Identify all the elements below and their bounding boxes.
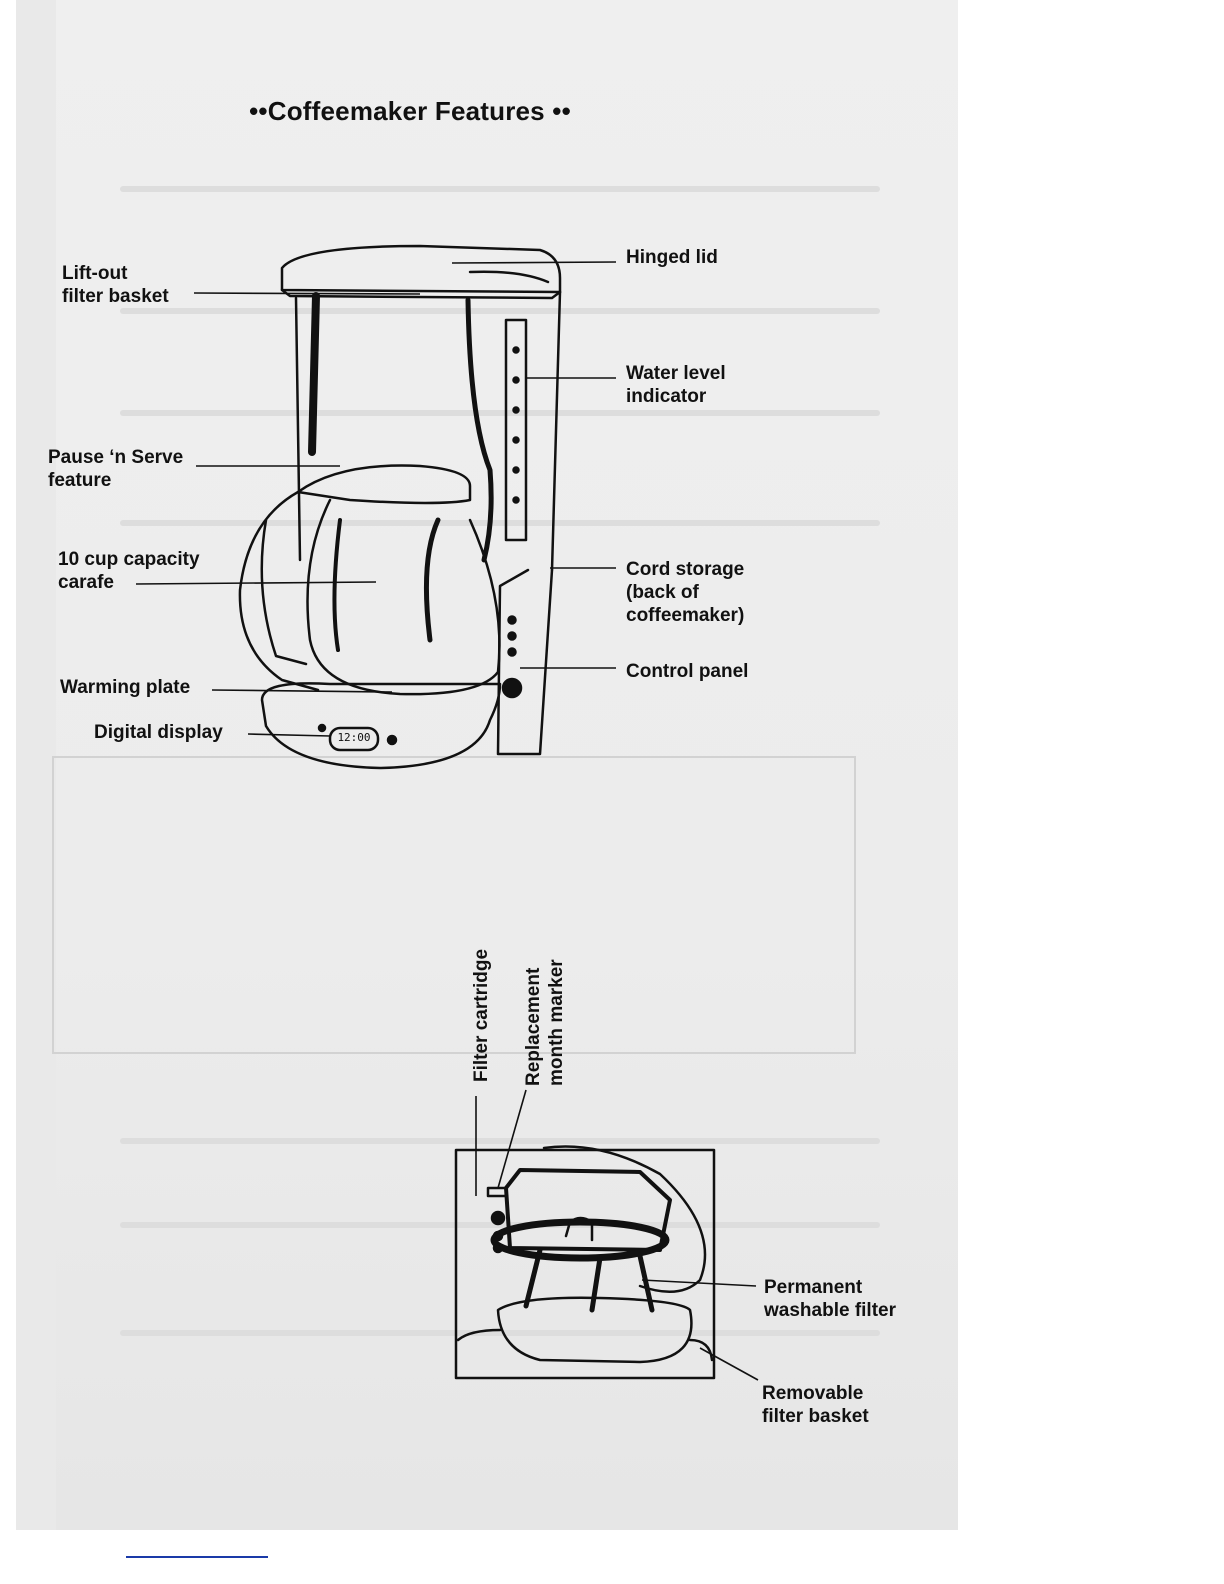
label-hinged-lid: Hinged lid (626, 247, 718, 268)
label-cord-storage: Cord storage (back of coffeemaker) (626, 559, 745, 626)
bleed-through-line (120, 308, 880, 314)
bleed-through-line (120, 1222, 880, 1228)
brewer-tower-shape (294, 290, 562, 572)
label-pause-n-serve: Pause ‘n Serve feature (48, 447, 184, 491)
footer-rule (126, 1556, 268, 1558)
display-readout: 12:00 (337, 731, 371, 744)
bleed-through-line (120, 1330, 880, 1336)
carafe-body-shape (306, 498, 501, 696)
label-lift-out-filter-basket: Lift-out filter basket (62, 263, 169, 307)
digital-display-shape (328, 726, 380, 752)
label-carafe: 10 cup capacity carafe (58, 549, 200, 593)
page-title: ••Coffeemaker Features •• (249, 96, 571, 126)
label-replacement-marker: Replacement month marker (523, 959, 567, 1086)
bleed-through-table (52, 756, 856, 1054)
removable-basket-shape (496, 1296, 693, 1364)
bleed-through-line (120, 410, 880, 416)
carafe-lid-shape (296, 464, 472, 505)
label-digital-display: Digital display (94, 722, 223, 743)
label-filter-cartridge: Filter cartridge (471, 948, 492, 1082)
scanned-page (16, 0, 958, 1530)
bleed-through-line (120, 520, 880, 526)
label-permanent-filter: Permanent washable filter (764, 1277, 896, 1321)
warming-base-shape (260, 682, 502, 770)
scan-texture (56, 0, 958, 1530)
control-knob-shape (501, 677, 523, 699)
label-control-panel: Control panel (626, 661, 749, 682)
label-warming-plate: Warming plate (60, 677, 191, 698)
filter-illustration (454, 1145, 716, 1380)
bleed-through-line (120, 186, 880, 192)
water-window-shape (504, 318, 528, 542)
filter-cartridge-shape (504, 1168, 672, 1252)
label-water-level-indicator: Water level indicator (626, 363, 726, 407)
carafe-handle-shape (238, 490, 320, 692)
bleed-through-line (120, 1138, 880, 1144)
permanent-filter-shape (490, 1218, 670, 1262)
label-removable-basket: Removable filter basket (762, 1383, 869, 1427)
filter-frame-shape (454, 1148, 716, 1380)
hinged-lid-shape (280, 244, 562, 294)
